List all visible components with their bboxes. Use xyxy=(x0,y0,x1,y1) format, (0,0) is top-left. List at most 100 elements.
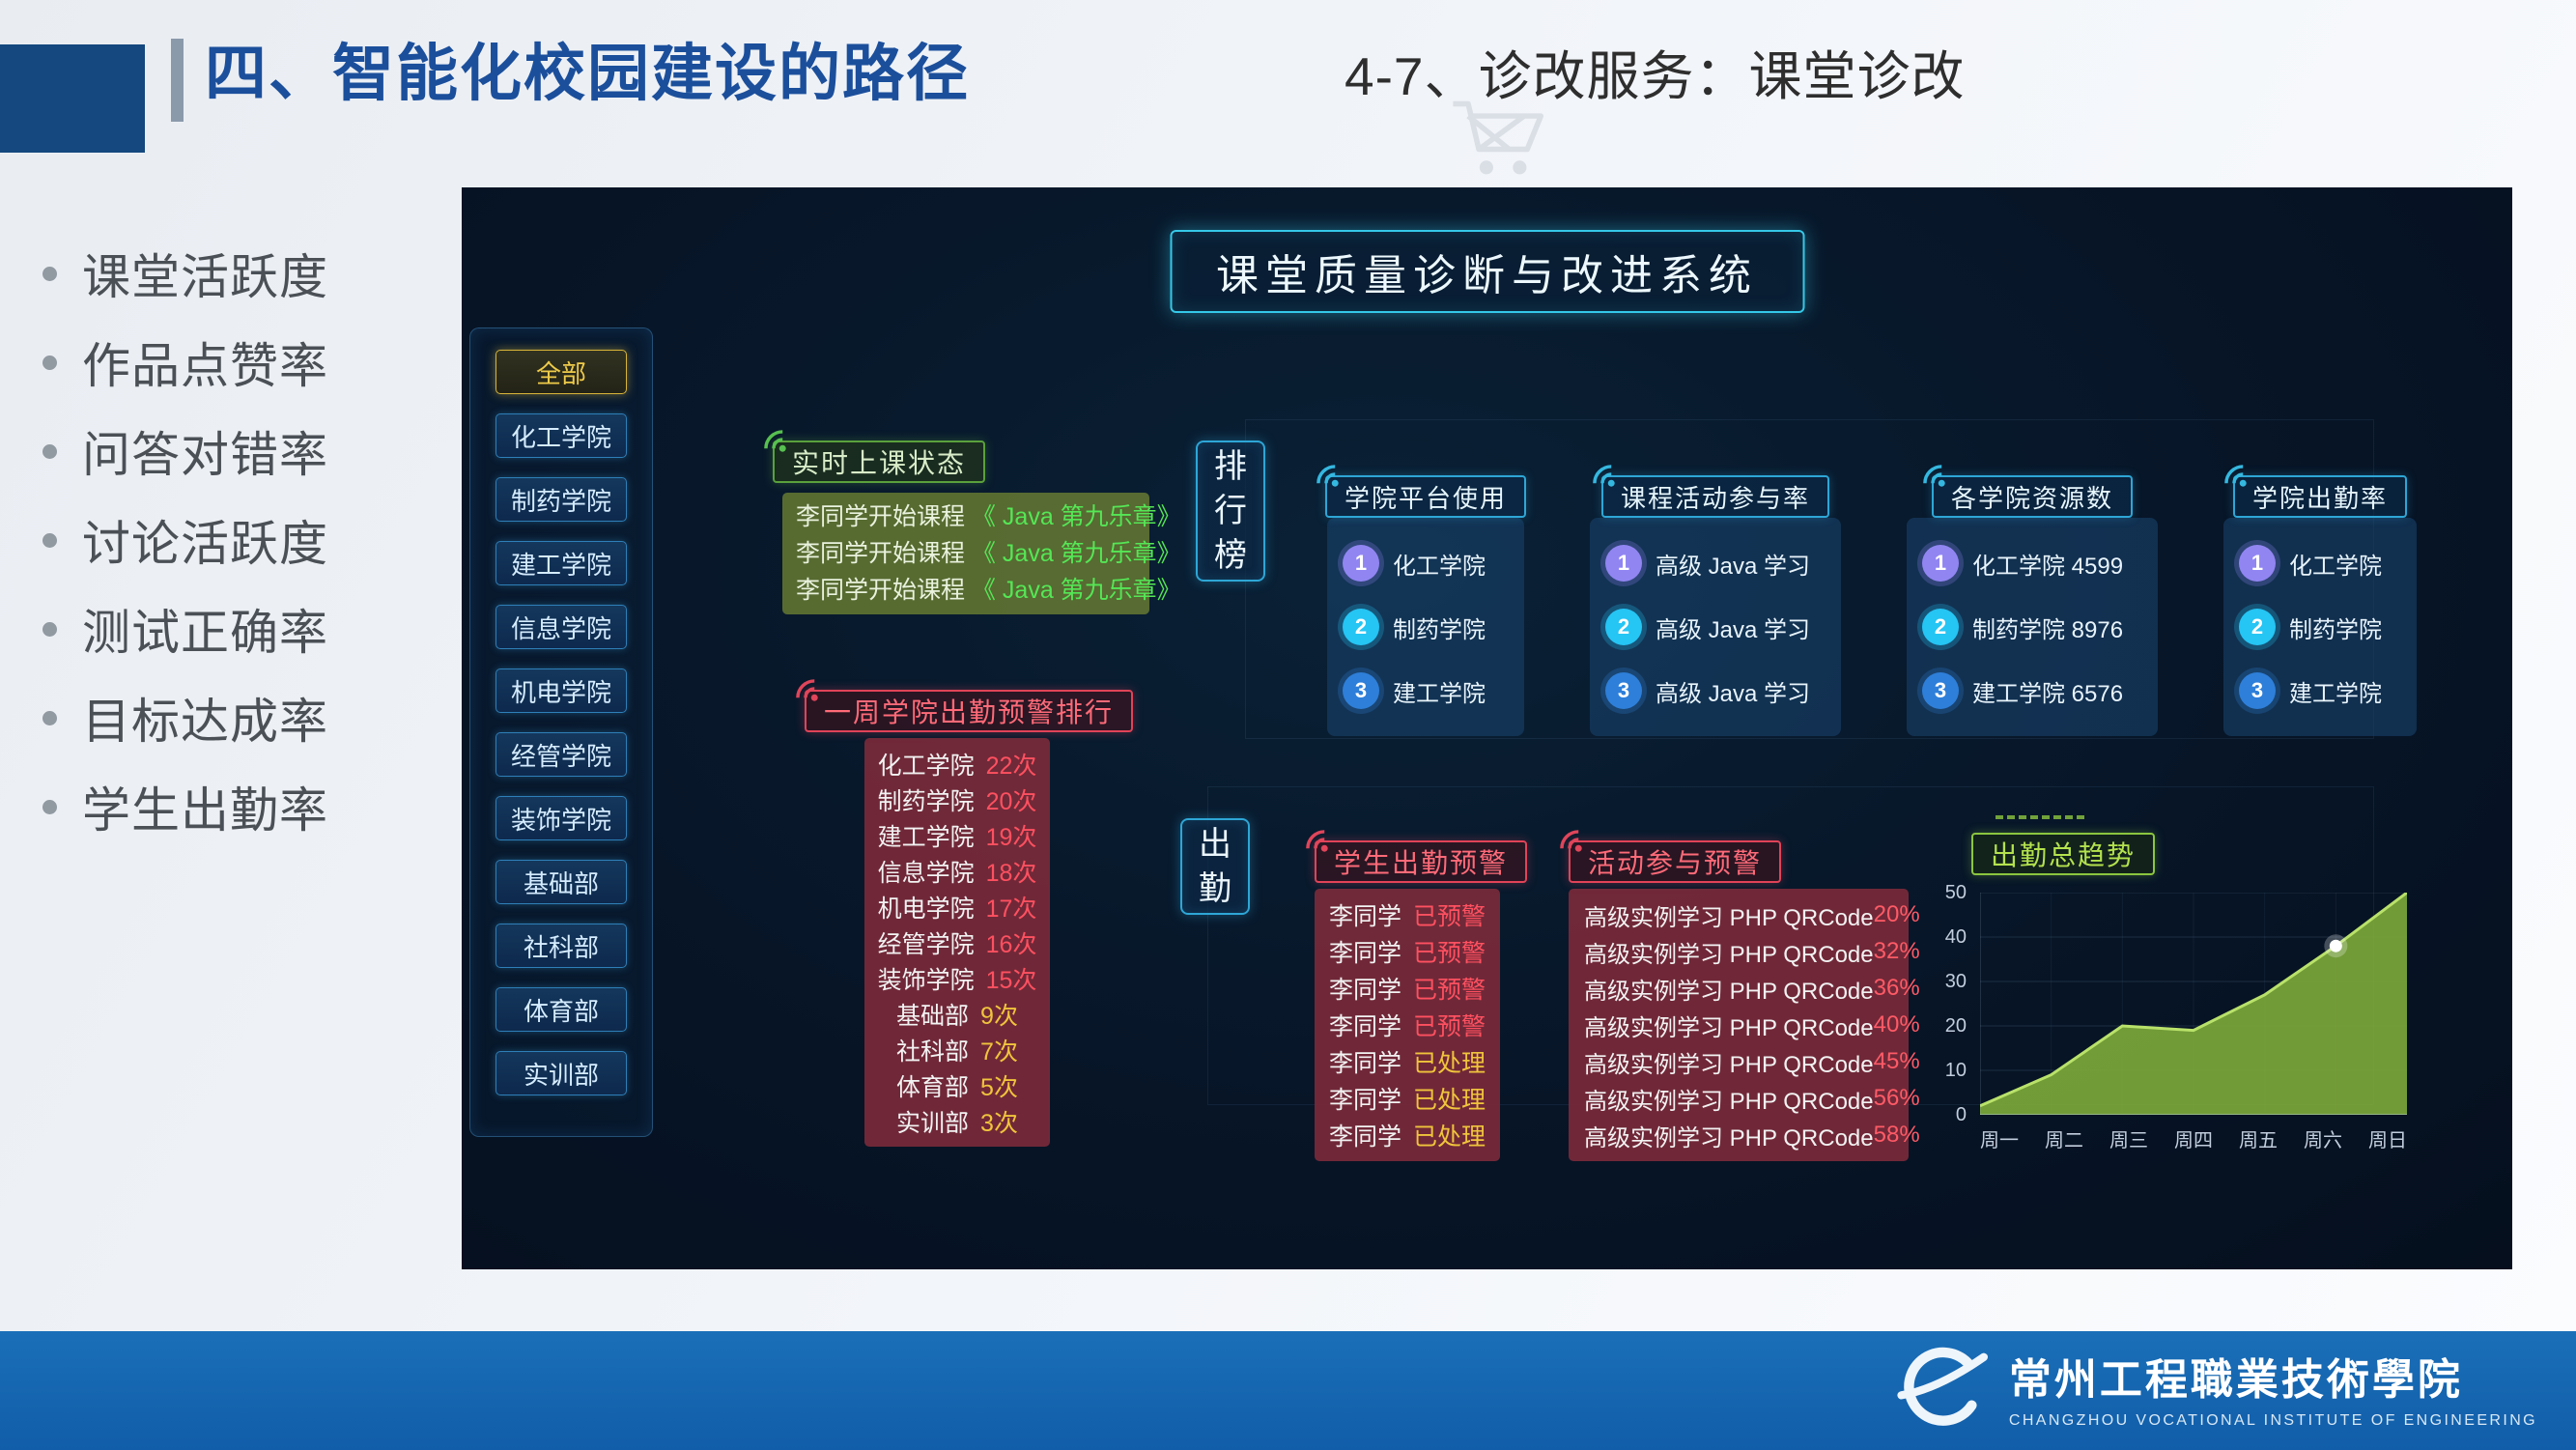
college-name: 体育部 xyxy=(896,1073,970,1101)
weekly-warning-row: 建工学院 19次 xyxy=(864,817,1050,853)
school-logo: 常州工程職業技術學院 CHANGZHOU VOCATIONAL INSTITUT… xyxy=(1887,1343,2537,1432)
activity-name: 高级实例学习 PHP QRCode xyxy=(1584,1088,1874,1115)
rank-row: 2 制药学院 8976 xyxy=(1907,609,2158,645)
rank-row: 2 制药学院 xyxy=(2223,609,2417,645)
filter-button[interactable]: 实训部 xyxy=(495,1051,627,1095)
weekly-warning-row: 体育部 5次 xyxy=(864,1067,1050,1103)
student-name: 李同学 xyxy=(1328,903,1401,930)
activity-name: 高级实例学习 PHP QRCode xyxy=(1584,941,1874,968)
weekly-warning-row: 经管学院 16次 xyxy=(864,924,1050,960)
filter-button[interactable]: 化工学院 xyxy=(495,413,627,458)
filter-button[interactable]: 体育部 xyxy=(495,987,627,1032)
signal-icon xyxy=(1923,465,1945,487)
warning-status: 已预警 xyxy=(1413,977,1486,1004)
activity-warning-row: 高级实例学习 PHP QRCode 56% xyxy=(1569,1080,1920,1117)
x-tick-label: 周日 xyxy=(2368,1130,2407,1151)
filter-button[interactable]: 基础部 xyxy=(495,860,627,904)
college-name: 基础部 xyxy=(896,1002,970,1030)
page-title: 四、智能化校园建设的路径 xyxy=(205,39,970,108)
bullet-dot-icon xyxy=(42,621,57,637)
warning-count: 22次 xyxy=(985,752,1037,780)
warning-count: 18次 xyxy=(985,859,1037,887)
weekly-warning-panel: 化工学院 22次 制药学院 20次 建工学院 19次 信息学院 18次 xyxy=(864,738,1050,1147)
x-tick-label: 周六 xyxy=(2304,1130,2342,1151)
rank-card-title: 学院平台使用 xyxy=(1316,465,1527,518)
warning-count: 3次 xyxy=(980,1109,1018,1137)
rank-card-body: 1 化工学院 2 制药学院 3 建工学院 xyxy=(1327,518,1524,736)
student-name: 李同学 xyxy=(1328,1123,1401,1151)
student-warning-panel: 李同学 已预警 李同学 已预警 李同学 已预警 李同学 已预警 xyxy=(1315,889,1500,1161)
realtime-student: 李同学开始课程 xyxy=(796,503,966,530)
college-name: 化工学院 xyxy=(877,752,975,780)
rank-1-badge: 1 xyxy=(1343,545,1379,582)
activity-name: 高级实例学习 PHP QRCode xyxy=(1584,904,1874,931)
rank-row: 2 高级 Java 学习 xyxy=(1590,609,1841,645)
activity-name: 高级实例学习 PHP QRCode xyxy=(1584,1051,1874,1078)
signal-icon xyxy=(1560,830,1582,852)
filter-button[interactable]: 全部 xyxy=(495,350,627,394)
rank-row: 2 制药学院 xyxy=(1327,609,1524,645)
corner-accent-block xyxy=(0,44,145,153)
rank-2-name: 制药学院 xyxy=(2289,616,2382,643)
rank-3-name: 建工学院 6576 xyxy=(1972,680,2124,707)
bullet-label: 讨论活跃度 xyxy=(82,517,328,571)
signal-icon xyxy=(2224,465,2247,487)
footer-bar: 常州工程職業技術學院 CHANGZHOU VOCATIONAL INSTITUT… xyxy=(0,1331,2576,1450)
rank-card-title: 学院出勤率 xyxy=(2224,465,2407,518)
student-warning-row: 李同学 已处理 xyxy=(1315,1117,1500,1153)
realtime-student: 李同学开始课程 xyxy=(796,577,966,604)
tab-attendance[interactable]: 出勤 xyxy=(1180,818,1250,915)
filter-button[interactable]: 信息学院 xyxy=(495,605,627,649)
filter-button[interactable]: 社科部 xyxy=(495,924,627,968)
school-name-en: CHANGZHOU VOCATIONAL INSTITUTE OF ENGINE… xyxy=(2008,1412,2537,1429)
college-name: 实训部 xyxy=(896,1109,970,1137)
signal-icon xyxy=(764,430,786,452)
filter-button[interactable]: 机电学院 xyxy=(495,668,627,713)
cart-watermark-icon xyxy=(1453,100,1544,175)
rank-2-name: 制药学院 8976 xyxy=(1972,616,2124,643)
filter-button[interactable]: 经管学院 xyxy=(495,732,627,777)
rank-3-name: 建工学院 xyxy=(1393,680,1486,707)
warning-status: 已预警 xyxy=(1413,1013,1486,1040)
student-name: 李同学 xyxy=(1328,1013,1401,1040)
bullet-item: 测试正确率 xyxy=(42,603,328,660)
filter-button[interactable]: 制药学院 xyxy=(495,477,627,522)
warning-status: 已预警 xyxy=(1413,940,1486,967)
activity-warning-label-text: 活动参与预警 xyxy=(1588,848,1763,878)
x-tick-label: 周二 xyxy=(2045,1130,2083,1151)
rank-3-badge: 3 xyxy=(1605,672,1642,709)
school-name-cn: 常州工程職業技術學院 xyxy=(2008,1356,2463,1404)
warning-status: 已处理 xyxy=(1413,1050,1486,1077)
trend-x-axis: 周一周二周三周四周五周六周日 xyxy=(1980,1124,2407,1152)
student-warning-label-text: 学生出勤预警 xyxy=(1334,848,1509,878)
bullet-dot-icon xyxy=(42,799,57,814)
activity-warning-row: 高级实例学习 PHP QRCode 32% xyxy=(1569,933,1920,970)
weekly-warning-label: 一周学院出勤预警排行 xyxy=(796,679,1134,732)
x-tick-label: 周五 xyxy=(2239,1130,2278,1151)
rank-1-badge: 1 xyxy=(1922,545,1959,582)
warning-status: 已预警 xyxy=(1413,903,1486,930)
bullet-item: 作品点赞率 xyxy=(42,336,328,393)
rank-card-title-text: 学院平台使用 xyxy=(1345,483,1508,513)
filter-button[interactable]: 建工学院 xyxy=(495,541,627,585)
bullet-list: 课堂活跃度 作品点赞率 问答对错率 讨论活跃度 测试正确率 xyxy=(42,247,328,869)
bullet-dot-icon xyxy=(42,355,57,370)
warning-count: 19次 xyxy=(985,823,1037,851)
warning-count: 5次 xyxy=(980,1073,1018,1101)
student-name: 李同学 xyxy=(1328,1050,1401,1077)
rank-1-name: 化工学院 xyxy=(1393,553,1486,580)
activity-percent: 58% xyxy=(1873,1122,1920,1148)
tab-ranking[interactable]: 排行榜 xyxy=(1196,441,1265,582)
rank-2-badge: 2 xyxy=(1922,609,1959,645)
activity-percent: 45% xyxy=(1873,1048,1920,1074)
x-tick-label: 周三 xyxy=(2109,1130,2148,1151)
warning-status: 已处理 xyxy=(1413,1087,1486,1114)
school-logo-icon xyxy=(1897,1347,1988,1426)
filter-button[interactable]: 装饰学院 xyxy=(495,796,627,840)
rank-row: 3 建工学院 xyxy=(2223,672,2417,709)
activity-warning-row: 高级实例学习 PHP QRCode 20% xyxy=(1569,896,1920,933)
bullet-dot-icon xyxy=(42,266,57,281)
weekly-warning-row: 制药学院 20次 xyxy=(864,782,1050,817)
